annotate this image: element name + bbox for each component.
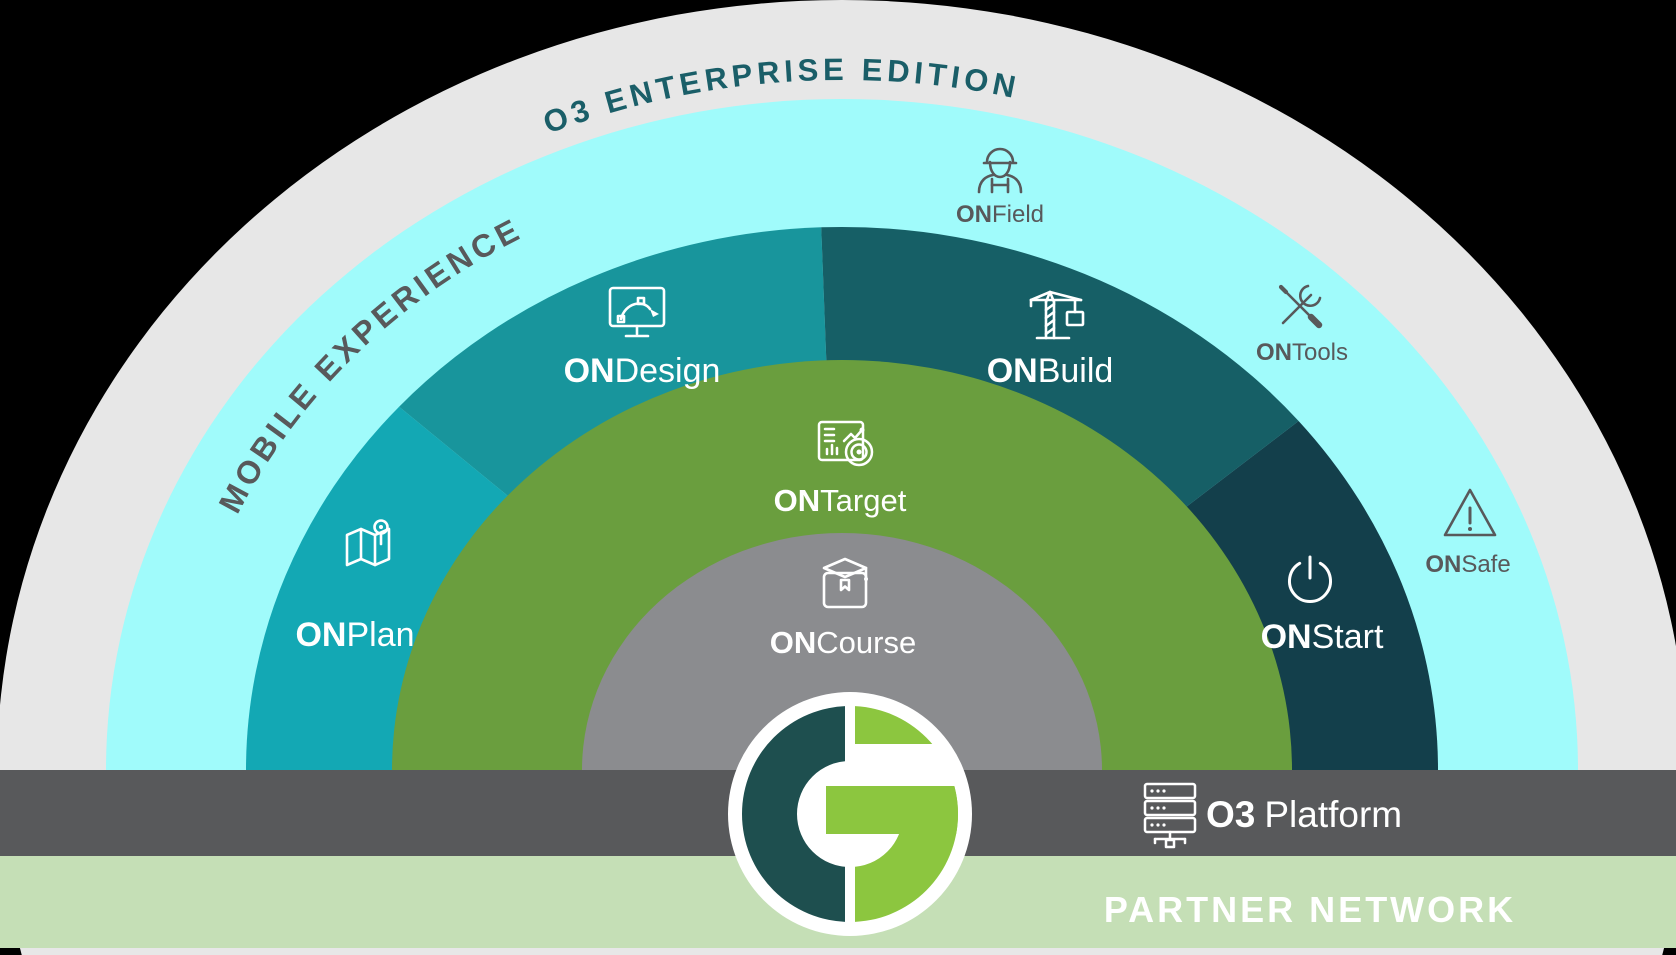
onsafe-item: ONSafe <box>1425 488 1511 578</box>
graduation-tablet-icon <box>822 557 868 609</box>
onfield-label: ONField <box>956 201 1044 228</box>
onstart-item: ONStart <box>1261 555 1384 656</box>
onplan-label: ONPlan <box>295 616 414 654</box>
oncourse-item: ONCourse <box>770 557 916 660</box>
segment-oncourse <box>582 533 1102 770</box>
onsafe-label: ONSafe <box>1425 551 1510 578</box>
onplan-item: ONPlan <box>295 519 415 654</box>
ondesign-item: ONDesign <box>564 286 721 390</box>
onfield-item: ONField <box>956 147 1044 228</box>
onstart-label: ONStart <box>1261 618 1384 656</box>
o3-logo <box>728 692 972 936</box>
oncourse-label: ONCourse <box>770 625 916 660</box>
ontools-item: ONTools <box>1256 284 1348 366</box>
power-button-icon <box>1288 555 1332 603</box>
logo-right-half <box>742 706 958 922</box>
ontools-label: ONTools <box>1256 339 1348 366</box>
crossed-tools-icon <box>1278 284 1323 329</box>
map-pin-icon <box>345 519 391 567</box>
logo-crossbar <box>826 786 958 834</box>
partner-network-label: PARTNER NETWORK <box>1104 889 1516 930</box>
ondesign-label: ONDesign <box>564 352 721 390</box>
ontarget-label: ONTarget <box>774 483 907 518</box>
server-icon <box>1143 782 1197 849</box>
ontarget-item: ONTarget <box>774 420 907 518</box>
tower-crane-icon <box>1029 290 1085 340</box>
design-monitor-icon <box>608 286 666 338</box>
worker-hardhat-icon <box>977 147 1023 194</box>
warning-triangle-icon <box>1443 488 1497 537</box>
onbuild-item: ONBuild <box>987 290 1114 390</box>
analytics-target-icon <box>817 420 874 467</box>
onbuild-label: ONBuild <box>987 352 1114 390</box>
